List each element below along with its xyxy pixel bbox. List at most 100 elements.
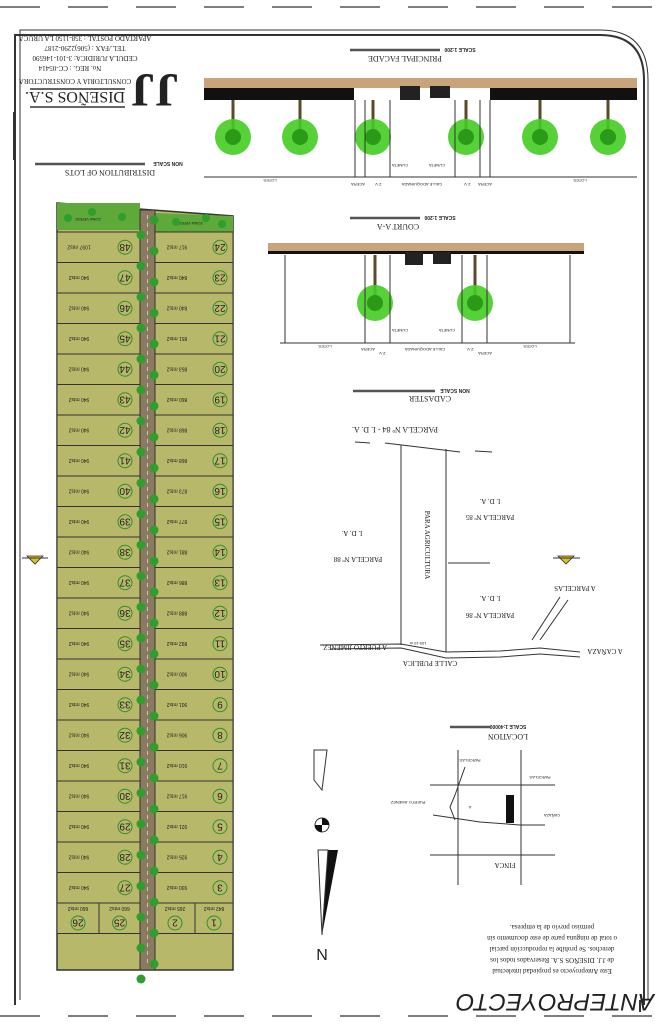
- to-puerto-label: A PUERTO JIMENEZ: [323, 643, 387, 651]
- car-icon: [430, 86, 450, 98]
- lot-area: 860 mts2: [167, 396, 188, 402]
- street-label: CALLE PUBLICA: [403, 659, 457, 667]
- tree-icon: [136, 540, 146, 550]
- location-label: PARCELAS: [459, 758, 480, 763]
- lot-parcel: [56, 658, 141, 690]
- car-icon: [400, 86, 420, 100]
- lot-parcel: [154, 628, 234, 660]
- parcel-84-label: PARCELA Nº 84 - I. D. A.: [352, 425, 438, 434]
- anteproyecto-notice: ANTEPROYECTO Este Anteproyecto es propie…: [456, 923, 656, 1015]
- page-edge-dashes: [0, 6, 658, 1017]
- section-marker-left: [22, 555, 48, 565]
- lot-area: 881 mts2: [167, 548, 188, 554]
- lot-area: 940 mts2: [69, 640, 90, 646]
- lot-number-circle: [206, 915, 222, 931]
- parcel-88-label: PARCELA Nº 88: [333, 555, 382, 563]
- court-scale: SCALE 1:200: [424, 214, 455, 220]
- lot-parcel: [154, 658, 234, 690]
- lot-number-circle: [117, 575, 133, 591]
- green-zone-label: ZONA VERDE: [177, 221, 203, 226]
- tree-icon: [136, 447, 146, 457]
- lot-number-circle: [117, 666, 133, 682]
- tree-icon: [149, 246, 159, 256]
- lot-number: 17: [214, 454, 226, 465]
- lot-area: 940 mts2: [69, 426, 90, 432]
- lot-number: 35: [119, 637, 131, 648]
- lot-number-circle: [212, 605, 228, 621]
- lot-number: 22: [214, 302, 226, 313]
- lot-area: 940 mts2: [69, 304, 90, 310]
- lot-number: 44: [119, 363, 131, 374]
- facade-label: Z.V.: [464, 182, 471, 187]
- sheet-frame-inner: [19, 29, 649, 1000]
- lot-number: 29: [119, 820, 131, 831]
- tree-icon: [136, 416, 146, 426]
- tree-icon: [172, 218, 180, 226]
- lot-number-circle: [212, 392, 228, 408]
- phone: TEL./FAX : (506)2290-2187: [44, 44, 125, 52]
- palm-tree-icon: [522, 100, 558, 155]
- palm-tree-icon: [457, 255, 493, 321]
- lot-area: 840 mts2: [167, 274, 188, 280]
- finca-label: FINCA: [494, 861, 515, 869]
- cadaster-title: CADASTER: [408, 394, 451, 403]
- lot-parcel: [194, 902, 234, 934]
- facade-label: CUNETA: [429, 163, 445, 168]
- lot-area: 940 mts2: [69, 579, 90, 585]
- tree-icon: [136, 571, 146, 581]
- lot-area: 940 mts2: [69, 701, 90, 707]
- lot-number-circle: [117, 819, 133, 835]
- tree-icon: [136, 385, 146, 395]
- location-label: A: [468, 805, 471, 810]
- lot-number: 16: [214, 485, 226, 496]
- lot-number-circle: [117, 392, 133, 408]
- facade-label: CALLE ADOQUINADA: [401, 182, 442, 187]
- palm-tree-icon: [282, 100, 318, 155]
- lot-parcel: [154, 841, 234, 873]
- lot-number-circle: [117, 239, 133, 255]
- palm-tree-icon: [590, 100, 626, 155]
- lot-number: 10: [214, 668, 226, 679]
- facade-label: LOTES: [573, 178, 586, 183]
- north-arrow: N: [313, 749, 338, 964]
- lot-parcel: [154, 475, 234, 507]
- tree-icon: [136, 695, 146, 705]
- lot-number: 24: [214, 241, 226, 252]
- car-icon: [433, 252, 451, 264]
- tree-icon: [149, 618, 159, 628]
- lot-area: 840 mts2: [167, 304, 188, 310]
- lot-number: 43: [119, 393, 131, 404]
- tree-icon: [88, 208, 96, 216]
- location-label: CAÑAZA: [544, 813, 561, 818]
- lot-number: 6: [217, 790, 223, 801]
- tree-icon: [202, 214, 210, 222]
- lot-area: 886 mts2: [167, 579, 188, 585]
- section-marker-right: [553, 555, 580, 565]
- lot-number-circle: [117, 727, 133, 743]
- lot-area: 265 mts2: [165, 905, 186, 911]
- lot-area: 917 mts2: [167, 243, 188, 249]
- title-block: APARTADO POSTAL : 358-1150 LA URUCA TEL.…: [13, 34, 179, 160]
- parcel-85-label: PARCELA Nº 85: [465, 513, 514, 521]
- lot-number: 12: [214, 607, 226, 618]
- lot-parcel: [56, 353, 141, 385]
- lot-number-circle: [212, 239, 228, 255]
- lot-number-circle: [212, 300, 228, 316]
- court-label: CUNETA: [439, 328, 455, 333]
- lot-number: 33: [119, 698, 131, 709]
- tree-icon: [149, 215, 159, 225]
- lot-number: 26: [72, 917, 84, 928]
- lot-number: 4: [217, 851, 223, 862]
- lot-number-circle: [212, 849, 228, 865]
